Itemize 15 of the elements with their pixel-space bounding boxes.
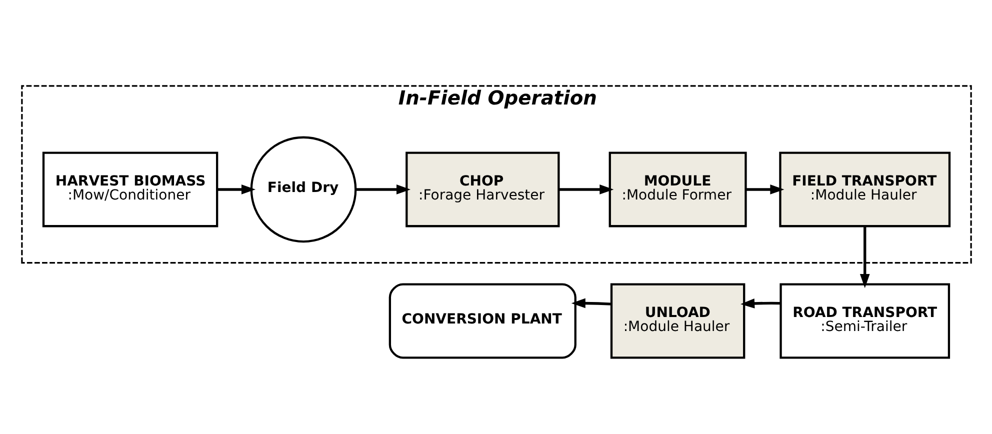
node-box: CONVERSION PLANT <box>388 282 576 358</box>
node-circle: Field Dry <box>250 136 356 242</box>
node-box: HARVEST BIOMASS :Mow/Conditioner <box>42 151 218 227</box>
arrow <box>570 298 611 308</box>
node-box: CHOP :Forage Harvester <box>405 151 560 227</box>
node-box: UNLOAD :Module Hauler <box>610 282 745 358</box>
arrow <box>746 184 784 194</box>
node-box: MODULE :Module Former <box>608 151 746 227</box>
arrow <box>355 184 410 194</box>
arrow <box>216 184 256 194</box>
arrow <box>859 226 870 288</box>
arrow <box>740 298 780 308</box>
node-box: FIELD TRANSPORT :Module Hauler <box>778 151 950 227</box>
arrow <box>558 184 614 194</box>
node-box: ROAD TRANSPORT :Semi-Trailer <box>779 282 950 358</box>
